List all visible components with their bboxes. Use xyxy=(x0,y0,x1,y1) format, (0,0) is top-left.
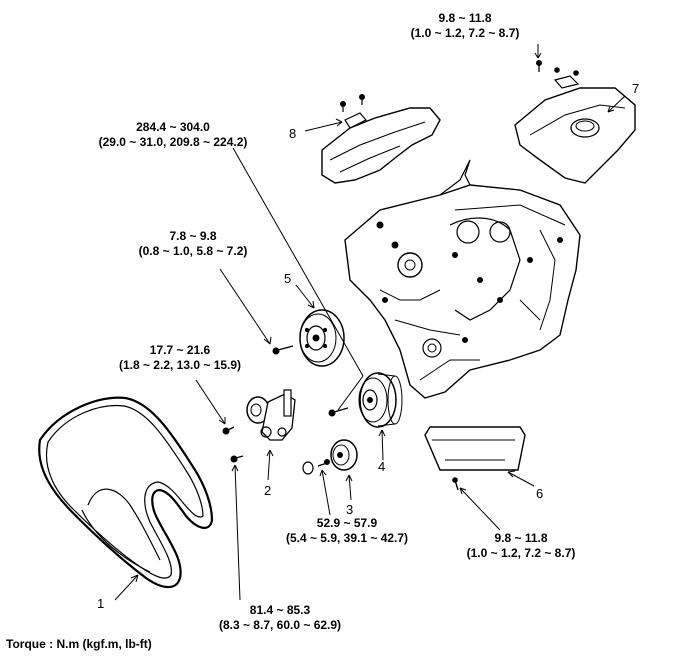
torque-label-idler: 52.9 ~ 57.9 (5.4 ~ 5.9, 39.1 ~ 42.7) xyxy=(272,516,422,546)
torque-bracket-alt: (8.3 ~ 8.7, 60.0 ~ 62.9) xyxy=(218,618,342,632)
leader-lines xyxy=(114,44,626,601)
engine-assembly xyxy=(344,159,581,399)
callout-4: 4 xyxy=(378,459,386,474)
oil-pan xyxy=(424,426,526,491)
torque-label-cover: 9.8 ~ 11.8 (1.0 ~ 1.2, 7.2 ~ 8.7) xyxy=(395,11,535,41)
torque-tens-alt: (1.8 ~ 2.2, 13.0 ~ 15.9) xyxy=(118,358,242,372)
torque-unit-caption: Torque : N.m (kgf.m, lb-ft) xyxy=(6,637,152,651)
torque-idler-alt: (5.4 ~ 5.9, 39.1 ~ 42.7) xyxy=(285,531,409,545)
callout-3: 3 xyxy=(346,502,354,517)
torque-label-tensioner: 17.7 ~ 21.6 (1.8 ~ 2.2, 13.0 ~ 15.9) xyxy=(100,343,260,373)
callout-1: 1 xyxy=(97,596,105,611)
torque-cover-nm: 9.8 ~ 11.8 xyxy=(438,11,492,25)
idler-pulley xyxy=(302,439,358,475)
torque-pan-nm: 9.8 ~ 11.8 xyxy=(494,531,548,545)
auto-tensioner xyxy=(222,389,296,463)
callout-5: 5 xyxy=(284,271,292,286)
torque-pump-alt: (0.8 ~ 1.0, 5.8 ~ 7.2) xyxy=(138,244,248,258)
intake-manifold xyxy=(321,94,441,184)
torque-pump-nm: 7.8 ~ 9.8 xyxy=(169,229,217,243)
torque-pan-alt: (1.0 ~ 1.2, 7.2 ~ 8.7) xyxy=(466,546,576,560)
drive-belt xyxy=(38,396,214,589)
callout-6: 6 xyxy=(536,486,544,501)
torque-cover-alt: (1.0 ~ 1.2, 7.2 ~ 8.7) xyxy=(410,26,520,40)
callout-8: 8 xyxy=(289,126,297,141)
torque-label-bracket: 81.4 ~ 85.3 (8.3 ~ 8.7, 60.0 ~ 62.9) xyxy=(200,603,360,633)
crankshaft-pulley xyxy=(328,372,403,428)
torque-label-oilpan: 9.8 ~ 11.8 (1.0 ~ 1.2, 7.2 ~ 8.7) xyxy=(446,531,596,561)
torque-bracket-nm: 81.4 ~ 85.3 xyxy=(249,603,311,617)
callout-7: 7 xyxy=(632,81,640,96)
callout-2: 2 xyxy=(264,483,272,498)
torque-crank-alt: (29.0 ~ 31.0, 209.8 ~ 224.2) xyxy=(98,135,248,149)
torque-label-pump: 7.8 ~ 9.8 (0.8 ~ 1.0, 5.8 ~ 7.2) xyxy=(118,229,268,259)
torque-crank-nm: 284.4 ~ 304.0 xyxy=(136,120,210,134)
torque-idler-nm: 52.9 ~ 57.9 xyxy=(316,516,378,530)
torque-tens-nm: 17.7 ~ 21.6 xyxy=(149,343,211,357)
torque-label-crankshaft: 284.4 ~ 304.0 (29.0 ~ 31.0, 209.8 ~ 224.… xyxy=(78,120,268,150)
water-pump-pulley xyxy=(272,309,345,367)
engine-cover xyxy=(514,60,636,184)
